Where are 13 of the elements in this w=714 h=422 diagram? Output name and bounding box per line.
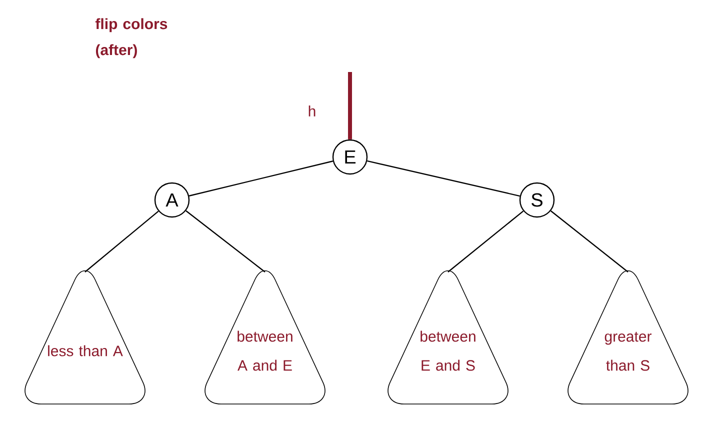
tree-link bbox=[550, 210, 628, 272]
tree-link bbox=[348, 72, 352, 140]
subtree-triangle: between E and S bbox=[388, 270, 508, 404]
subtree-triangle: less than A bbox=[24, 270, 146, 404]
title: flip colors (after) bbox=[95, 18, 168, 58]
subtree-triangle: greater than S bbox=[568, 270, 688, 404]
tree-link bbox=[186, 210, 266, 272]
node-label: h bbox=[308, 106, 316, 116]
subtree-triangle: between A and E bbox=[204, 270, 326, 404]
tree-link bbox=[448, 210, 524, 272]
tree-link bbox=[188, 160, 334, 196]
tree-link bbox=[84, 210, 159, 272]
tree-link bbox=[367, 160, 520, 197]
